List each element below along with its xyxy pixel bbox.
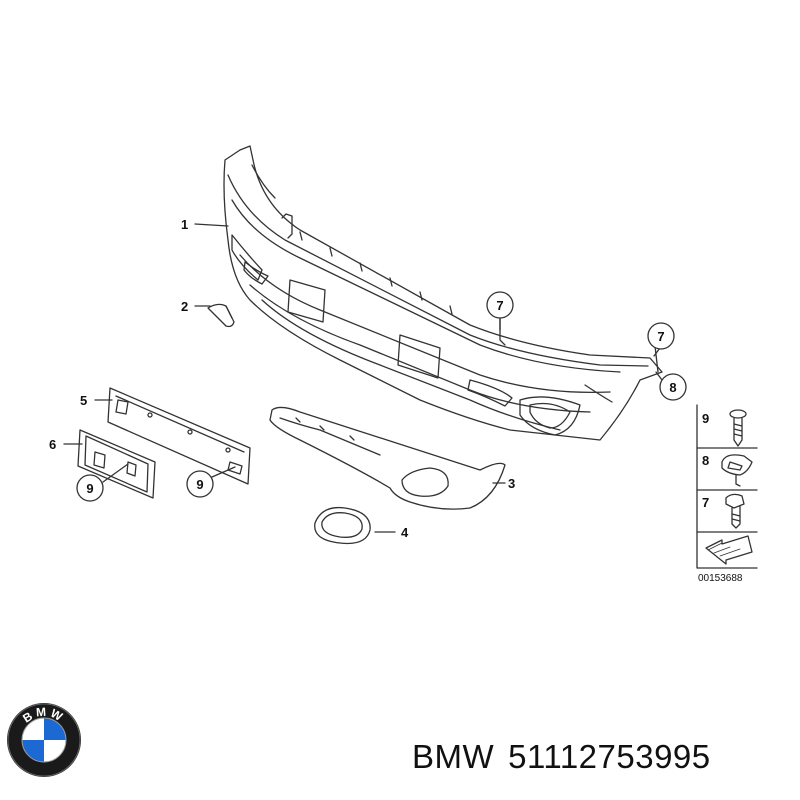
license-plate-base (77, 429, 156, 499)
leader-lines (63, 223, 663, 533)
callout-circle-8 (659, 373, 687, 401)
diagram-code: 00153688 (698, 573, 743, 584)
callout-circle-9a (76, 474, 104, 502)
callout-5: 5 (80, 393, 87, 408)
brand-name: BMW (412, 738, 495, 775)
legend-label-7: 7 (702, 495, 709, 510)
clip-nut-icon (721, 454, 753, 487)
callout-circle-7b (647, 322, 675, 350)
callout-circle-7a (486, 291, 514, 319)
part-number: 51112753995 (508, 738, 711, 775)
tow-hook-cover (207, 303, 235, 328)
part-caption: BMW 51112753995 (412, 738, 711, 776)
bumper-cover (223, 145, 663, 441)
license-plate-bracket (107, 387, 251, 485)
bmw-logo: BMW (7, 703, 81, 777)
legend-label-9: 9 (702, 411, 709, 426)
bolt-icon (725, 493, 745, 529)
callout-6: 6 (49, 437, 56, 452)
direction-arrow-icon (705, 535, 753, 565)
fog-lamp-ring (314, 506, 371, 545)
hardware-legend (696, 404, 758, 569)
screw-icon (729, 409, 747, 447)
callout-9a: 9 (86, 481, 93, 496)
callout-9b: 9 (196, 477, 203, 492)
callout-2: 2 (181, 299, 188, 314)
callout-3: 3 (508, 476, 515, 491)
callout-7a: 7 (496, 298, 503, 313)
callout-8: 8 (669, 380, 676, 395)
callout-1: 1 (181, 217, 188, 232)
callout-4: 4 (401, 525, 409, 540)
callout-circle-9b (186, 470, 214, 498)
lower-grille-trim (269, 406, 506, 510)
callout-7b: 7 (657, 329, 664, 344)
legend-label-8: 8 (702, 453, 709, 468)
